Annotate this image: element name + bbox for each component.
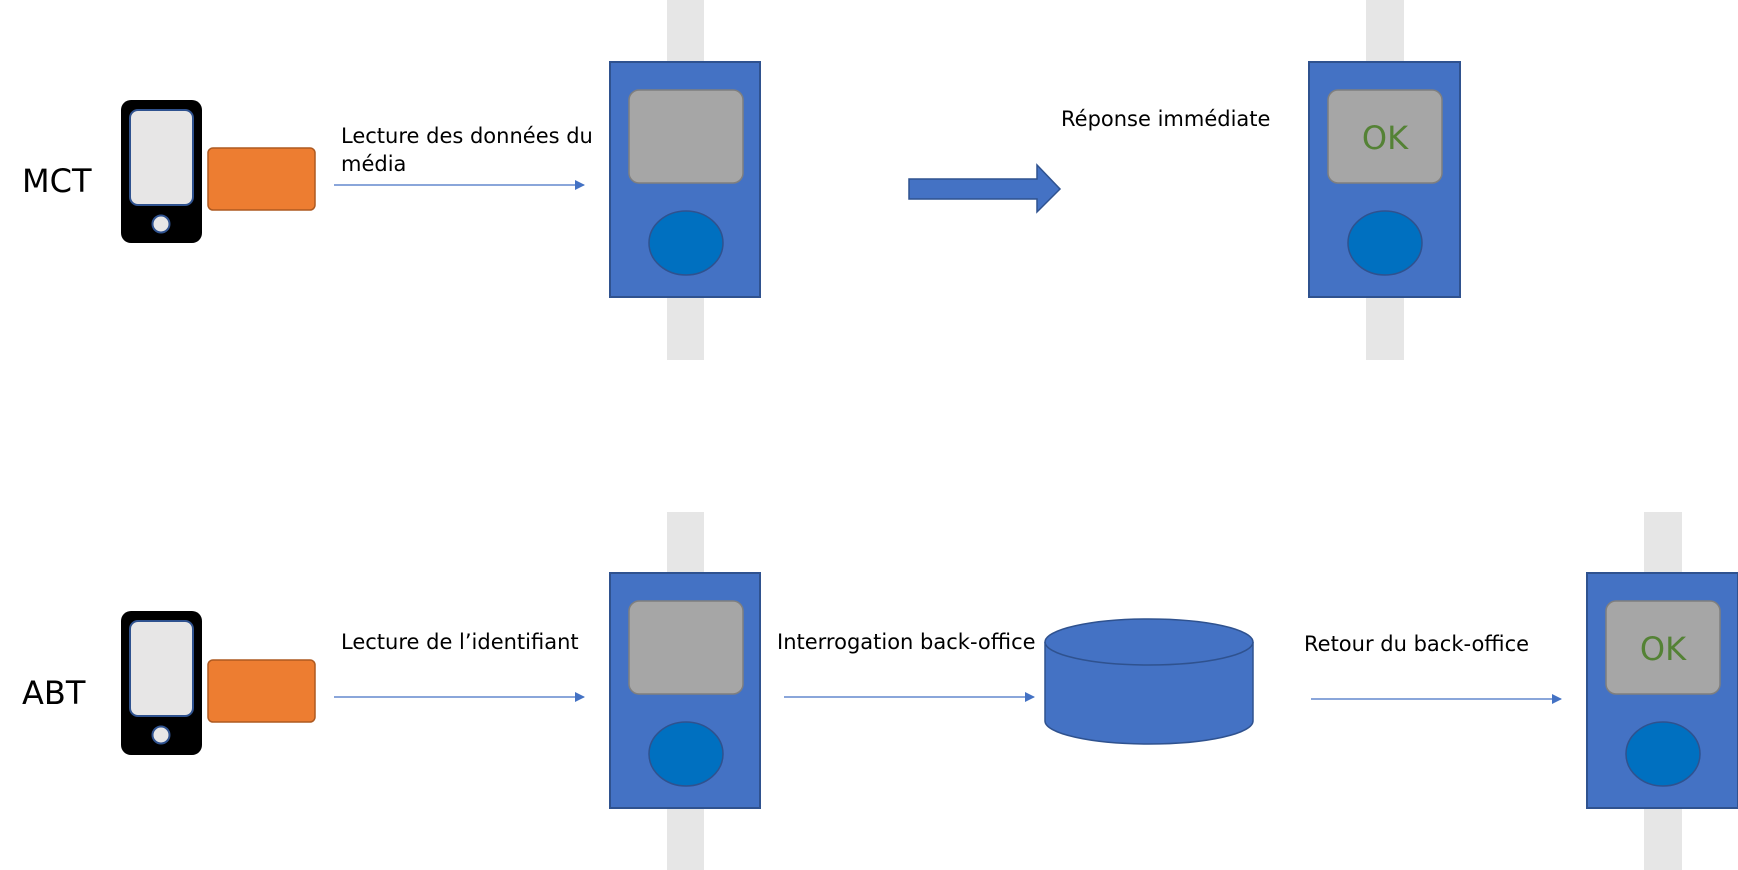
block-arrow-right bbox=[908, 163, 1062, 214]
validator-screen bbox=[1605, 600, 1721, 695]
smartphone-icon bbox=[121, 611, 202, 755]
smartphone-icon bbox=[121, 100, 202, 243]
validator-abt-ok: OK bbox=[1586, 512, 1738, 870]
label-reading-media-line1: Lecture des données du bbox=[341, 124, 593, 148]
label-reading-identifier: Lecture de l’identifiant bbox=[341, 630, 579, 654]
transport-card bbox=[207, 147, 316, 211]
transport-card bbox=[207, 659, 316, 723]
validator-button bbox=[1625, 721, 1701, 787]
ok-status-text: OK bbox=[1640, 630, 1687, 668]
validator-screen bbox=[628, 600, 744, 695]
validator-button bbox=[648, 210, 724, 276]
validator-abt-reading bbox=[609, 512, 761, 870]
label-backoffice-return: Retour du back-office bbox=[1304, 632, 1529, 656]
label-reading-media-line2: média bbox=[341, 152, 406, 176]
row-label-abt: ABT bbox=[22, 674, 86, 712]
validator-button bbox=[1347, 210, 1423, 276]
validator-mct-reading bbox=[609, 0, 761, 360]
validator-screen bbox=[628, 89, 744, 184]
validator-mct-ok: OK bbox=[1308, 0, 1461, 360]
ok-status-text: OK bbox=[1362, 119, 1409, 157]
row-label-mct: MCT bbox=[22, 162, 92, 200]
validator-screen bbox=[1327, 89, 1443, 184]
validator-button bbox=[648, 721, 724, 787]
label-backoffice-query: Interrogation back-office bbox=[777, 630, 1036, 654]
label-immediate-response: Réponse immédiate bbox=[1061, 107, 1270, 131]
database-icon bbox=[1044, 618, 1254, 745]
